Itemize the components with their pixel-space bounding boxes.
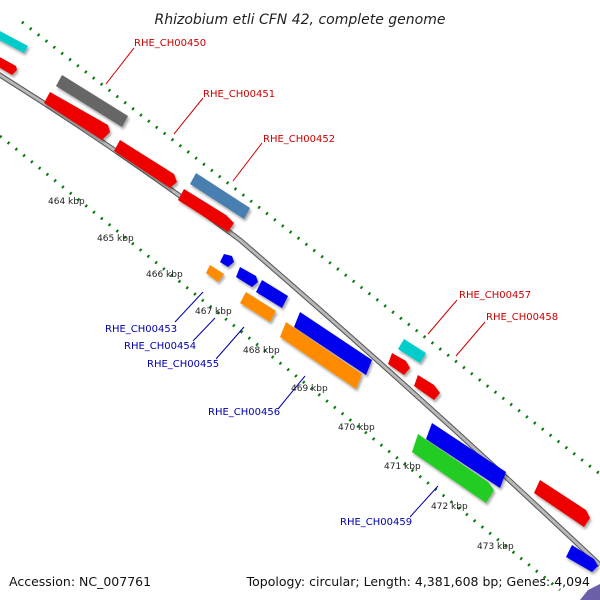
gene-arrow-rhe-ch00450-red[interactable] <box>0 55 17 75</box>
gene-label-rhe-ch00450[interactable]: RHE_CH00450 <box>134 38 206 49</box>
gene-arrow-rhe-ch00450-cyan[interactable] <box>0 29 28 53</box>
tick-track-outer <box>21 20 600 476</box>
gene-arrow-corner[interactable] <box>580 584 600 600</box>
gene-label-rhe-ch00458[interactable]: RHE_CH00458 <box>486 312 558 323</box>
gene-arrow-rhe-ch00459-green[interactable] <box>412 434 494 503</box>
gene-label-rhe-ch00454[interactable]: RHE_CH00454 <box>124 341 196 352</box>
gene-arrow-rhe-ch00451-gray[interactable] <box>56 75 128 127</box>
tick-label-468: 468 kbp <box>243 346 280 356</box>
gene-arrow-red-3[interactable] <box>178 189 234 232</box>
tick-label-467: 467 kbp <box>195 307 232 317</box>
tick-label-470: 470 kbp <box>338 423 375 433</box>
tick-track-inner <box>0 134 561 592</box>
gene-arrow-blue-d[interactable] <box>566 545 598 572</box>
gene-label-rhe-ch00457[interactable]: RHE_CH00457 <box>459 290 531 301</box>
gene-arrow-rhe-ch00456-blue[interactable] <box>294 312 372 375</box>
gene-arrow-rhe-ch00453-orange[interactable] <box>206 265 224 282</box>
genome-summary-label: Topology: circular; Length: 4,381,608 bp… <box>246 574 590 589</box>
gene-arrow-red-4[interactable] <box>534 480 590 527</box>
label-leaders <box>105 47 486 518</box>
tick-label-473: 473 kbp <box>477 542 514 552</box>
gene-arrow-rhe-ch00458-red-b[interactable] <box>414 375 440 400</box>
gene-arrow-rhe-ch00458-red-a[interactable] <box>388 353 410 375</box>
gene-label-rhe-ch00451[interactable]: RHE_CH00451 <box>203 89 275 100</box>
tick-label-472: 472 kbp <box>431 502 468 512</box>
accession-label: Accession: NC_007761 <box>9 574 151 589</box>
gene-arrow-red-2[interactable] <box>114 140 177 188</box>
gene-arrow-rhe-ch00454-orange[interactable] <box>240 292 276 322</box>
gene-label-rhe-ch00453[interactable]: RHE_CH00453 <box>105 324 177 335</box>
gene-arrow-blue-c[interactable] <box>426 423 506 488</box>
gene-label-rhe-ch00456[interactable]: RHE_CH00456 <box>208 407 280 418</box>
gene-arrow-rhe-ch00453-blue[interactable] <box>220 254 234 267</box>
gene-arrow-rhe-ch00452-steelblue[interactable] <box>190 173 250 219</box>
tick-label-466: 466 kbp <box>146 270 183 280</box>
kbp-tick-labels: 464 kbp 465 kbp 466 kbp 467 kbp 468 kbp … <box>48 197 514 552</box>
gene-arrow-rhe-ch00457-cyan[interactable] <box>398 339 426 363</box>
gene-arrow-blue-a[interactable] <box>236 267 258 287</box>
gene-label-rhe-ch00455[interactable]: RHE_CH00455 <box>147 359 219 370</box>
gene-label-rhe-ch00452[interactable]: RHE_CH00452 <box>263 134 335 145</box>
tick-label-464: 464 kbp <box>48 197 85 207</box>
gene-arrow-rhe-ch00451-red[interactable] <box>44 92 110 140</box>
gene-label-rhe-ch00459[interactable]: RHE_CH00459 <box>340 517 412 528</box>
gene-labels: RHE_CH00450 RHE_CH00451 RHE_CH00452 RHE_… <box>105 38 558 528</box>
tick-label-469: 469 kbp <box>291 384 328 394</box>
tick-label-471: 471 kbp <box>384 462 421 472</box>
gene-arrow-blue-b[interactable] <box>256 280 288 308</box>
gene-arrow-rhe-ch00455-orange[interactable] <box>280 322 362 389</box>
tick-label-465: 465 kbp <box>97 234 134 244</box>
page-title: Rhizobium etli CFN 42, complete genome <box>155 12 446 28</box>
